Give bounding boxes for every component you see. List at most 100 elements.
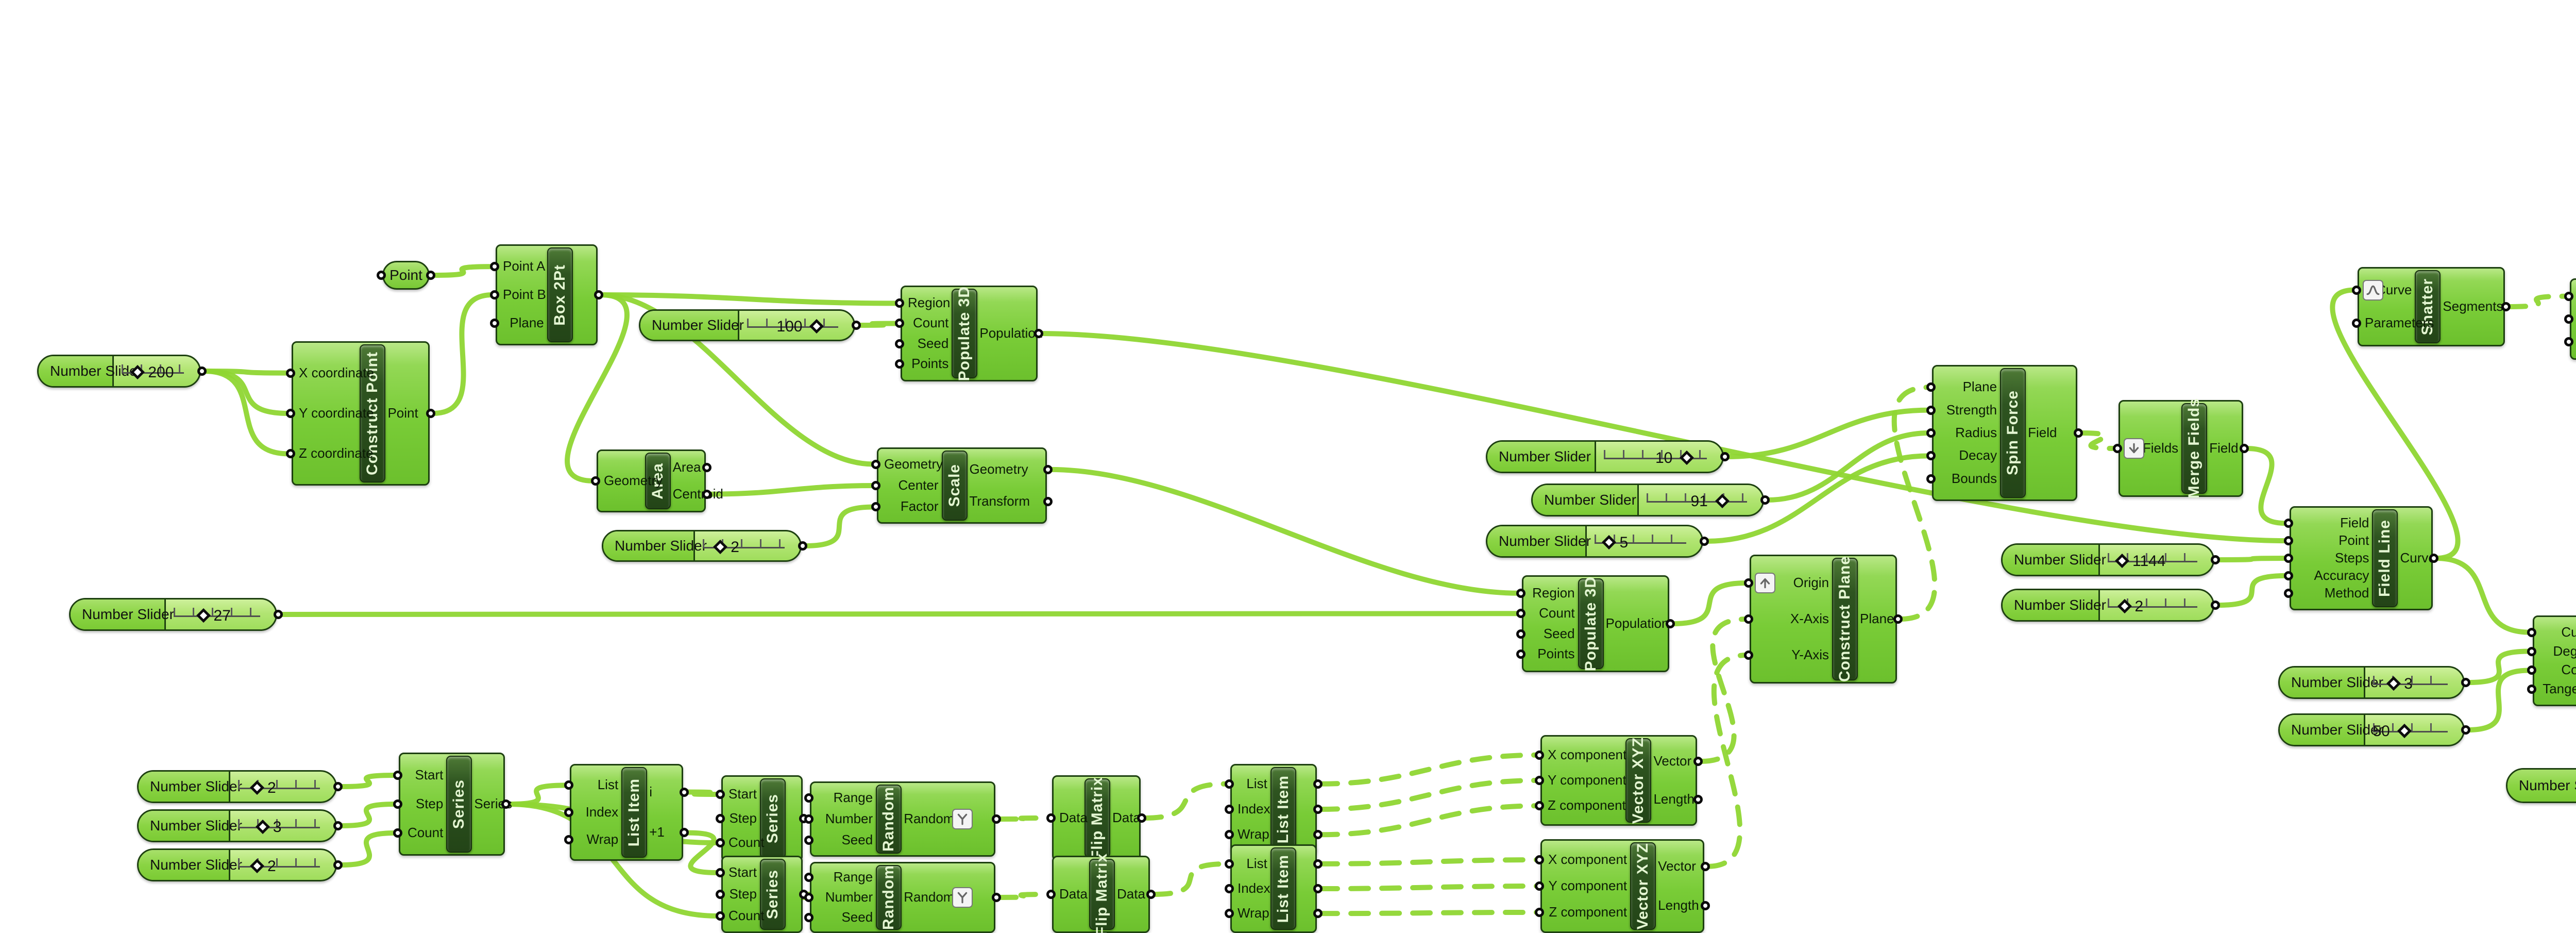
output-port-plane[interactable] <box>1893 614 1903 624</box>
input-port-seed[interactable] <box>804 835 814 845</box>
capsule-output-port[interactable] <box>426 271 435 280</box>
input-port-start[interactable] <box>716 868 725 877</box>
input-port-wrap[interactable] <box>2564 337 2573 347</box>
output-port--1[interactable] <box>1313 805 1323 814</box>
output-port-series[interactable] <box>501 799 511 809</box>
input-port-count[interactable] <box>716 838 725 848</box>
input-port-points[interactable] <box>895 359 904 369</box>
output-port--2[interactable] <box>1313 909 1323 919</box>
output-port-field[interactable] <box>2074 428 2083 438</box>
slider-output-port[interactable] <box>2461 725 2470 735</box>
node-point-param[interactable]: Point <box>377 261 435 290</box>
input-port-points[interactable] <box>1516 649 1526 659</box>
input-port-x-component[interactable] <box>1535 855 1544 865</box>
input-port-fields[interactable] <box>2113 444 2122 453</box>
input-port-range[interactable] <box>804 873 814 882</box>
input-port-list[interactable] <box>1225 859 1234 869</box>
input-port-wrap[interactable] <box>1225 909 1234 919</box>
input-port-number[interactable] <box>804 814 814 824</box>
input-port-point[interactable] <box>2284 536 2293 546</box>
input-port-factor[interactable] <box>871 502 880 512</box>
output-port-i[interactable] <box>680 787 689 797</box>
input-port-decay[interactable] <box>1926 451 1936 461</box>
slider-output-port[interactable] <box>333 782 343 791</box>
input-port-curve[interactable] <box>2527 627 2536 637</box>
slider-output-port[interactable] <box>1760 495 1770 505</box>
input-port-start[interactable] <box>716 789 725 799</box>
input-port-index[interactable] <box>1225 884 1234 893</box>
input-port-step[interactable] <box>393 799 402 809</box>
output-port-population[interactable] <box>1666 619 1675 628</box>
input-port-seed[interactable] <box>895 339 904 348</box>
output-port-box[interactable] <box>594 290 603 299</box>
slider-output-port[interactable] <box>2461 678 2470 687</box>
output-port-random[interactable] <box>992 814 1001 824</box>
slider-output-port[interactable] <box>1700 537 1709 546</box>
output-port-centroid[interactable] <box>702 489 711 499</box>
output-port-data[interactable] <box>1137 813 1146 823</box>
input-port-index[interactable] <box>564 808 573 817</box>
slider-output-port[interactable] <box>2211 555 2220 564</box>
input-port-method[interactable] <box>2284 588 2293 598</box>
slider-output-port[interactable] <box>798 541 807 551</box>
capsule-input-port[interactable] <box>377 271 386 280</box>
slider-output-port[interactable] <box>333 860 343 870</box>
output-port-point[interactable] <box>426 409 435 418</box>
input-port-count[interactable] <box>1516 609 1526 619</box>
input-port-point-b[interactable] <box>490 290 499 299</box>
input-port-count[interactable] <box>895 319 904 328</box>
output-port-transform[interactable] <box>1043 497 1053 507</box>
input-port-strength[interactable] <box>1926 405 1936 415</box>
node-rebuild-curve[interactable]: Rebuild CurveCurveDegreeCountTangentsCur… <box>2527 615 2576 706</box>
output-port-area[interactable] <box>702 463 711 473</box>
input-port-radius[interactable] <box>1926 428 1936 438</box>
slider-output-port[interactable] <box>333 821 343 830</box>
output-port-curve[interactable] <box>2429 554 2438 563</box>
input-port-index[interactable] <box>1225 805 1234 814</box>
slider-output-port[interactable] <box>1720 452 1730 461</box>
input-port-number[interactable] <box>804 893 814 902</box>
input-port-curve[interactable] <box>2352 285 2361 295</box>
input-port-step[interactable] <box>716 814 725 823</box>
output-port--1[interactable] <box>1313 884 1323 893</box>
input-port-tangents[interactable] <box>2527 685 2536 694</box>
output-port-geometry[interactable] <box>1043 464 1053 474</box>
input-port-list[interactable] <box>1225 779 1234 789</box>
output-port-vector[interactable] <box>1693 757 1703 767</box>
input-port-count[interactable] <box>393 828 402 838</box>
input-port-list[interactable] <box>564 780 573 790</box>
input-port-list[interactable] <box>2564 291 2573 301</box>
output-port--2[interactable] <box>1313 830 1323 840</box>
input-port-data[interactable] <box>1046 890 1056 899</box>
input-port-plane[interactable] <box>490 318 499 328</box>
input-port-index[interactable] <box>2564 314 2573 324</box>
input-port-x-component[interactable] <box>1535 750 1544 760</box>
input-port-steps[interactable] <box>2284 554 2293 563</box>
input-port-count[interactable] <box>2527 665 2536 675</box>
output-port-segments[interactable] <box>2501 302 2511 311</box>
input-port-geometry[interactable] <box>591 476 600 486</box>
input-port-data[interactable] <box>1046 813 1056 823</box>
output-port-population[interactable] <box>1034 329 1043 338</box>
